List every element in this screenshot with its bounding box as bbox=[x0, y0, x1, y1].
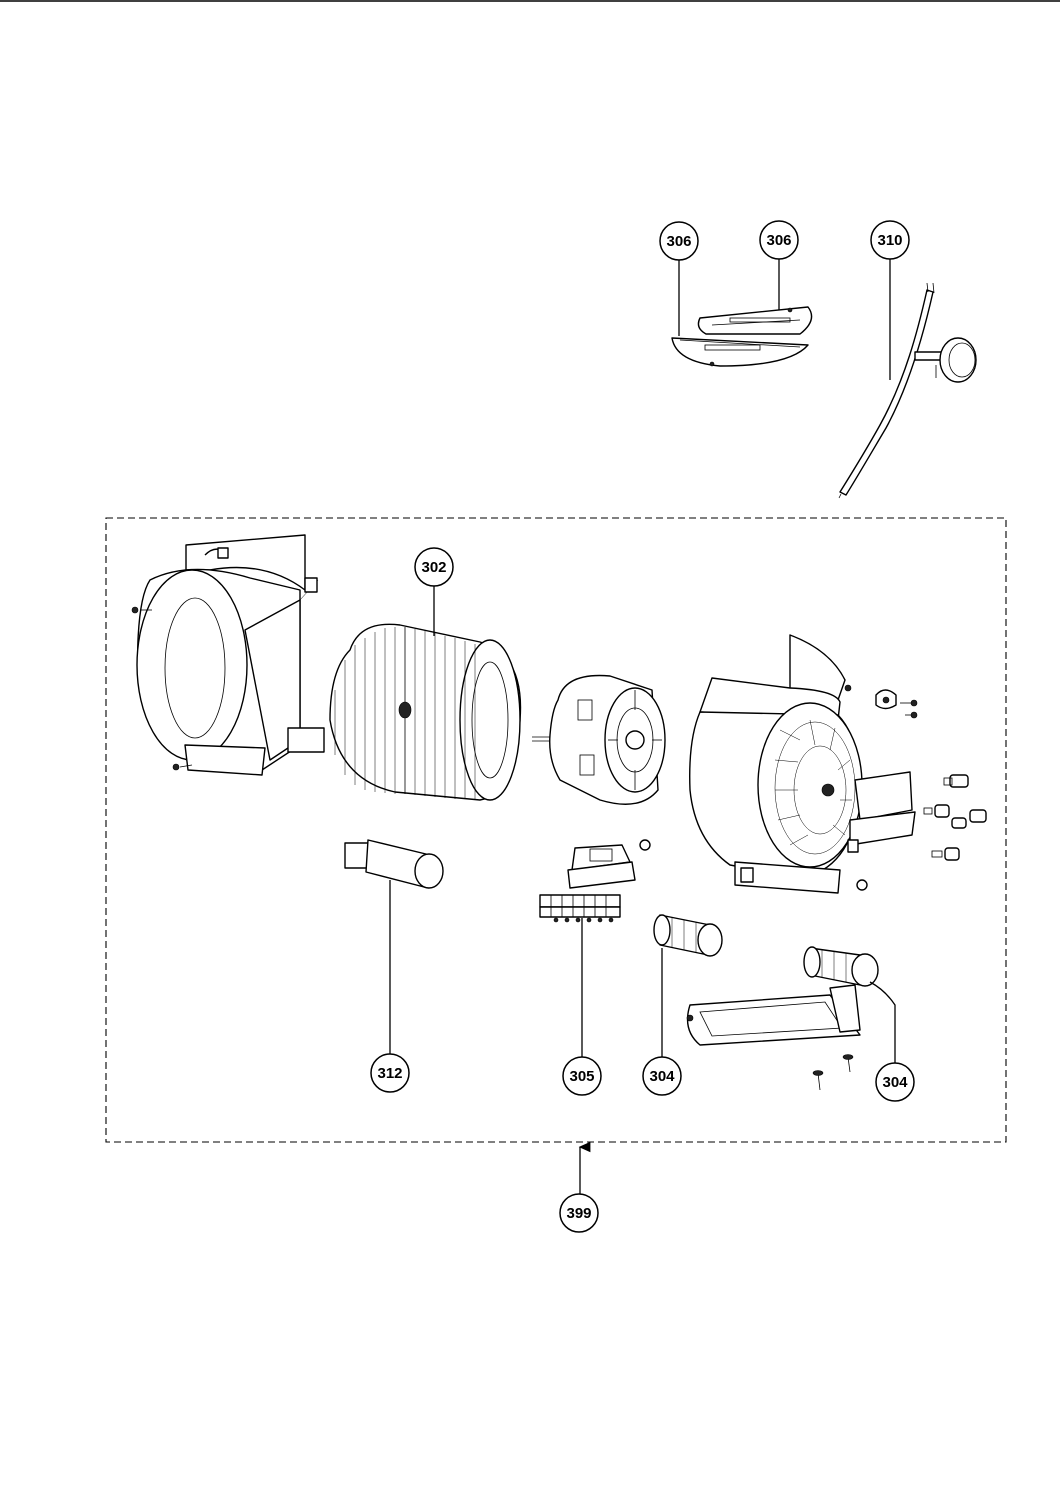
leader-lines bbox=[389, 258, 896, 1194]
svg-text:305: 305 bbox=[569, 1068, 594, 1085]
callout-399-assembly: 399 bbox=[559, 1193, 599, 1233]
part-left-scroll-housing bbox=[131, 534, 325, 776]
svg-text:306: 306 bbox=[766, 232, 791, 249]
callout-304-lamp-left: 304 bbox=[642, 1056, 682, 1096]
part-310-switch-cable bbox=[838, 282, 977, 499]
part-tray-screws bbox=[812, 1054, 854, 1091]
callout-306-lower-plate: 306 bbox=[659, 221, 699, 261]
callout-305-terminal-block: 305 bbox=[562, 1056, 602, 1096]
part-right-hardware bbox=[639, 689, 987, 891]
callout-310-switch: 310 bbox=[870, 220, 910, 260]
part-right-housing bbox=[689, 634, 916, 894]
callout-302-blower-wheel: 302 bbox=[414, 547, 454, 587]
part-312-capacitor bbox=[344, 839, 444, 889]
part-lamp-holder-tray bbox=[686, 984, 861, 1046]
part-302-blower-wheel bbox=[329, 623, 522, 801]
svg-text:302: 302 bbox=[421, 559, 446, 576]
svg-text:304: 304 bbox=[649, 1068, 675, 1085]
assembly-399-boundary bbox=[105, 517, 1007, 1143]
svg-text:312: 312 bbox=[377, 1065, 402, 1082]
part-304-lamp-left bbox=[653, 914, 723, 957]
callout-304-lamp-right: 304 bbox=[875, 1062, 915, 1102]
part-304-lamp-right bbox=[803, 946, 879, 987]
callout-312-capacitor: 312 bbox=[370, 1053, 410, 1093]
svg-text:310: 310 bbox=[877, 232, 902, 249]
terminal-connectors bbox=[539, 894, 621, 923]
part-305-terminal-block bbox=[539, 844, 636, 923]
svg-text:399: 399 bbox=[566, 1205, 591, 1222]
svg-text:304: 304 bbox=[882, 1074, 908, 1091]
part-motor bbox=[532, 674, 666, 805]
callout-306-upper-plate: 306 bbox=[759, 220, 799, 260]
part-306-cover-plates bbox=[671, 306, 813, 367]
svg-text:306: 306 bbox=[666, 233, 691, 250]
